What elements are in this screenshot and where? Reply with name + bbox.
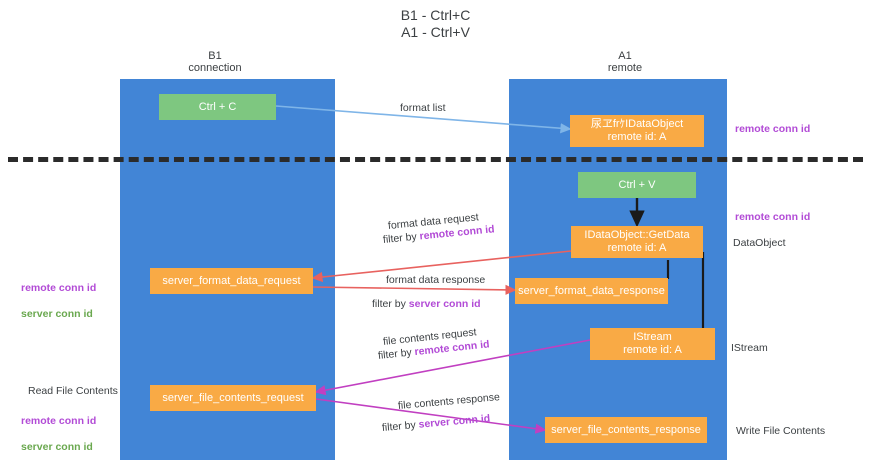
box-ctrl-v[interactable]: Ctrl + V xyxy=(578,172,696,198)
box-idataobject-getdata[interactable]: IDataObject::GetData remote id: A xyxy=(571,226,703,258)
filter-prefix: filter by xyxy=(382,230,421,246)
label-format-data-response-filter: filter by server conn id xyxy=(372,297,481,311)
box-server-format-data-request[interactable]: server_format_data_request xyxy=(150,268,313,294)
column-header-b1: B1 connection xyxy=(188,50,242,74)
filter-key-server-conn-id: server conn id xyxy=(418,412,491,431)
annotation-format-conn-ids: remote conn id server conn id xyxy=(21,269,121,334)
label-format-list: format list xyxy=(400,102,446,114)
annotation-remote-conn-id-mid: remote conn id xyxy=(735,211,811,223)
column-header-a1: A1 remote xyxy=(607,50,643,74)
page-title: B1 - Ctrl+C A1 - Ctrl+V xyxy=(400,7,471,40)
label-format-data-response: format data response xyxy=(386,274,486,286)
label-file-contents-response-text: file contents response xyxy=(397,391,501,412)
box-ctrl-c[interactable]: Ctrl + C xyxy=(159,94,276,120)
box-server-file-contents-response[interactable]: server_file_contents_response xyxy=(545,417,707,443)
box-server-format-data-response[interactable]: server_format_data_response xyxy=(515,278,668,304)
annotation-write-file-contents: Write File Contents xyxy=(736,425,826,437)
label-file-contents-response-filter: filter by server conn id xyxy=(381,412,490,435)
annotation-remote-conn-id: remote conn id xyxy=(21,415,97,427)
annotation-read-file-contents: Read File Contents xyxy=(28,385,118,397)
annotation-istream: IStream xyxy=(731,342,768,354)
filter-prefix: filter by xyxy=(381,418,420,434)
label-file-contents-response: file contents response xyxy=(397,390,500,413)
filter-key-server-conn-id: server conn id xyxy=(408,298,481,310)
box-idataobject[interactable]: 尿ヱfrｹIDataObject remote id: A xyxy=(570,115,704,147)
annotation-file-conn-ids: remote conn id server conn id xyxy=(21,402,121,467)
box-server-file-contents-request[interactable]: server_file_contents_request xyxy=(150,385,316,411)
annotation-dataobject: DataObject xyxy=(733,237,786,249)
annotation-remote-conn-id-top: remote conn id xyxy=(735,123,811,135)
annotation-remote-conn-id: remote conn id xyxy=(21,282,97,294)
annotation-server-conn-id: server conn id xyxy=(21,308,93,320)
filter-prefix: filter by xyxy=(372,298,409,310)
filter-prefix: filter by xyxy=(377,346,416,362)
annotation-server-conn-id: server conn id xyxy=(21,441,93,453)
box-istream[interactable]: IStream remote id: A xyxy=(590,328,715,360)
phase-divider xyxy=(8,157,863,162)
